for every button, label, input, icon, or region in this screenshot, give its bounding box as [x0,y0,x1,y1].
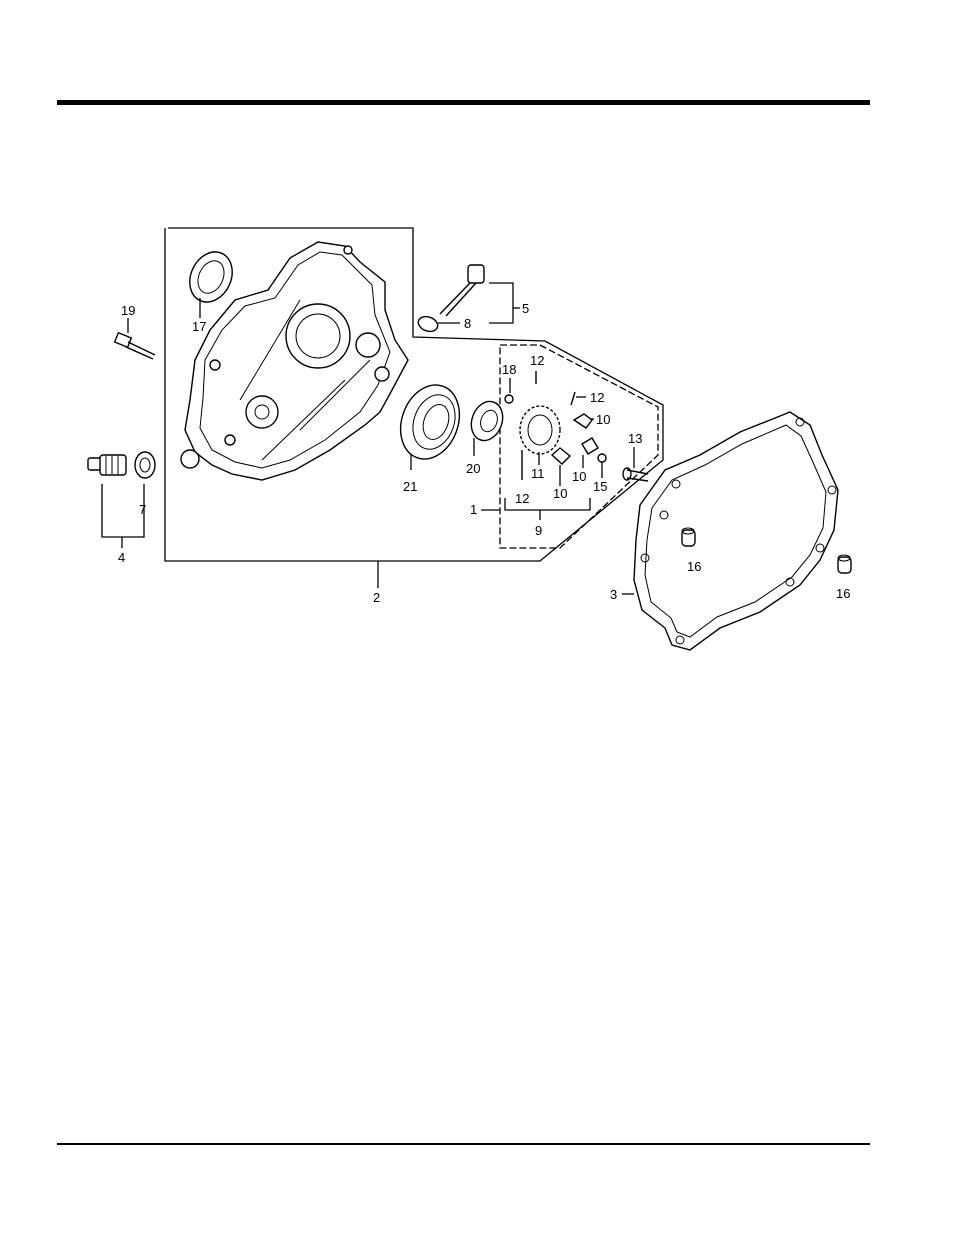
oil-seal-17 [182,245,240,309]
drain-plug-4 [88,455,126,475]
callout-13: 13 [628,431,642,446]
callout-2: 2 [373,590,380,605]
governor-gear-11 [520,406,560,454]
callout-21: 21 [403,479,417,494]
washer-18 [505,395,513,403]
callout-1: 1 [470,502,477,517]
callout-10-bottom: 10 [553,486,567,501]
callout-18: 18 [502,362,516,377]
callout-12-top: 12 [530,353,544,368]
flange-bolt-19 [115,333,155,359]
callout-10-right: 10 [596,412,610,427]
callout-15: 15 [593,479,607,494]
bolt-13 [623,468,648,481]
governor-weight-10a [574,414,592,428]
dowel-pin-16b [838,555,851,573]
callout-12-bottom: 12 [515,491,529,506]
governor-weight-10b [552,448,570,464]
callout-8: 8 [464,316,471,331]
clip-15 [598,454,606,462]
callout-3: 3 [610,587,617,602]
radial-ball-bearing-20 [466,397,508,445]
assembly-bracket-1 [500,345,658,548]
callout-7: 7 [139,502,146,517]
dowel-pin-16a [682,528,695,546]
callout-12-right: 12 [590,390,604,405]
o-ring-8 [416,314,440,334]
bracket-5 [489,283,513,323]
pin-12b [571,392,575,405]
callout-11: 11 [531,466,545,481]
washer-7 [135,452,155,478]
callout-4: 4 [118,550,125,565]
crankcase-gasket-3 [634,412,838,650]
callout-16-left: 16 [687,559,701,574]
oil-level-gauge-5 [440,265,484,316]
callout-16-right: 16 [836,586,850,601]
callout-10-mid: 10 [572,469,586,484]
governor-weight-10c [582,438,598,454]
callout-5: 5 [522,301,529,316]
callout-19: 19 [121,303,135,318]
callout-17: 17 [192,319,206,334]
callout-9: 9 [535,523,542,538]
radial-ball-bearing-21 [391,377,470,468]
callout-20: 20 [466,461,480,476]
bracket-4 [102,484,144,537]
